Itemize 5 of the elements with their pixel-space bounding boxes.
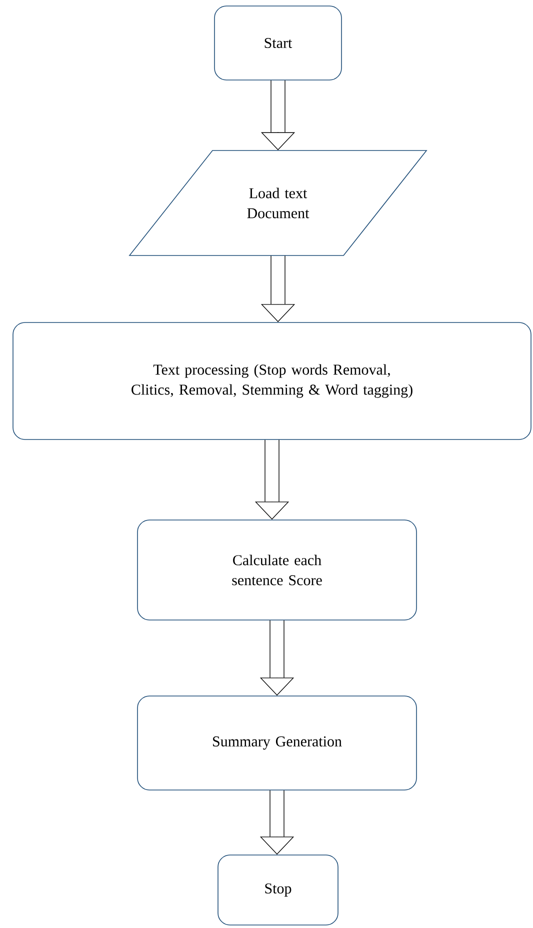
process-box: Start: [214, 6, 342, 80]
process-box: Stop: [218, 854, 338, 926]
process-box: Text processing (Stop words Removal, Clitics, Removal, Stemming & Word tagging): [12, 322, 532, 440]
process-box: Summary Generation: [137, 696, 417, 790]
process-box: Calculate each sentence Score: [137, 520, 417, 620]
